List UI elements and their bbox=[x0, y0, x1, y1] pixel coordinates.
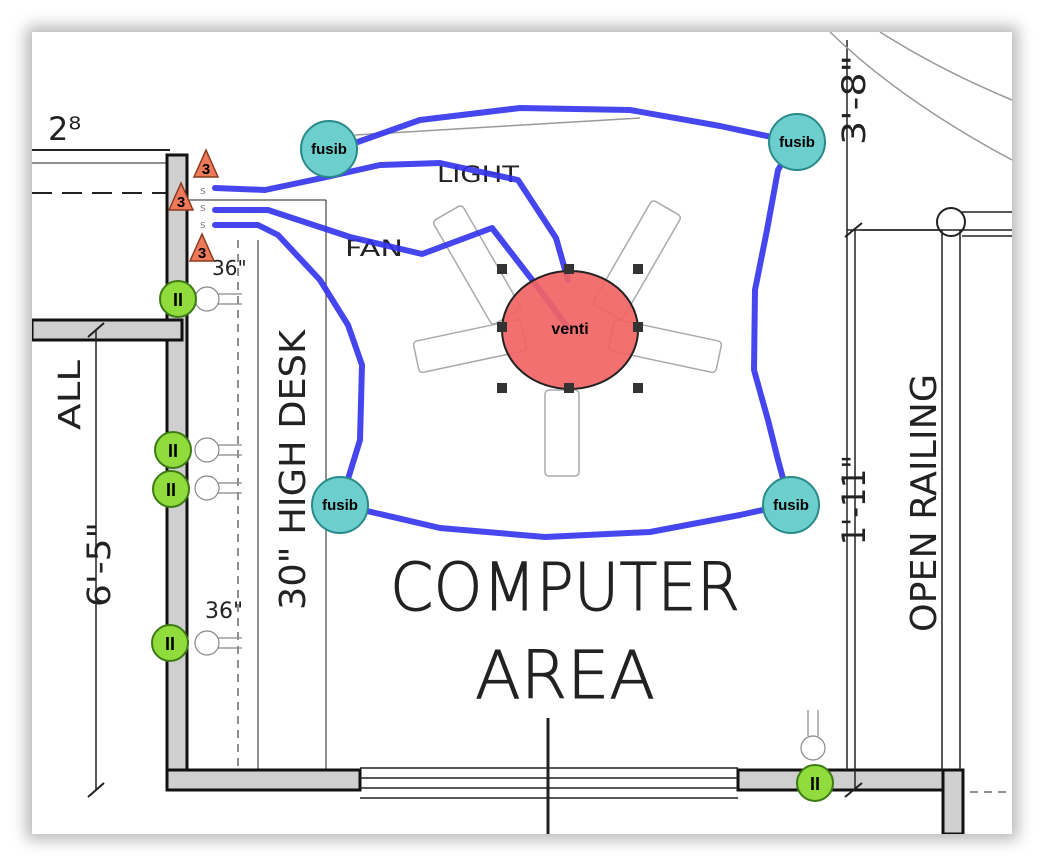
wire-right-loop bbox=[751, 139, 798, 507]
resize-handle-n[interactable] bbox=[564, 264, 574, 274]
outlet-1[interactable]: II bbox=[159, 280, 197, 318]
wire-switch-top bbox=[212, 160, 571, 283]
outlet-label: II bbox=[810, 774, 820, 794]
fan-device-label: venti bbox=[551, 321, 588, 338]
outlet-5[interactable]: II bbox=[796, 764, 834, 802]
dimension-right-mid: 1'-11" bbox=[835, 455, 873, 545]
fixture-label: fusib bbox=[773, 497, 809, 514]
outlet-4[interactable]: II bbox=[151, 624, 189, 662]
outlet-height-top: 36" bbox=[212, 256, 247, 280]
fixture-bottom-right[interactable]: fusib bbox=[762, 476, 820, 534]
resize-handle-ne[interactable] bbox=[633, 264, 643, 274]
svg-text:s: s bbox=[200, 218, 206, 231]
fixture-label: fusib bbox=[322, 497, 358, 514]
outlet-label: II bbox=[173, 290, 183, 310]
svg-text:s: s bbox=[200, 201, 206, 214]
resize-handle-nw[interactable] bbox=[497, 264, 507, 274]
outlet-height-bottom: 36" bbox=[205, 599, 243, 624]
fixture-label: fusib bbox=[779, 134, 815, 151]
desk-label: 30" HIGH DESK bbox=[273, 329, 314, 610]
resize-handle-sw[interactable] bbox=[497, 383, 507, 393]
wire-left-drop bbox=[212, 222, 365, 508]
outlet-2[interactable]: II bbox=[154, 431, 192, 469]
switch-label: 3 bbox=[202, 161, 210, 178]
switch-2[interactable]: 3 bbox=[167, 181, 195, 211]
left-room-label: ALL bbox=[53, 360, 88, 430]
fixture-label: fusib bbox=[311, 141, 347, 158]
wire-bottom-loop bbox=[337, 501, 793, 540]
resize-handle-se[interactable] bbox=[633, 383, 643, 393]
svg-text:s: s bbox=[200, 184, 206, 197]
fixture-bottom-left[interactable]: fusib bbox=[311, 476, 369, 534]
switch-1[interactable]: 3 bbox=[192, 148, 220, 178]
dimension-left: 6'-5" bbox=[80, 522, 118, 607]
room-title-line2: AREA bbox=[475, 637, 655, 714]
outlet-3[interactable]: II bbox=[152, 470, 190, 508]
selection-handles[interactable] bbox=[497, 264, 643, 393]
outlet-label: II bbox=[166, 480, 176, 500]
plan-labels: COMPUTER AREA 30" HIGH DESK OPEN RAILING… bbox=[48, 55, 945, 715]
dimension-top-left: 2⁸ bbox=[48, 110, 81, 148]
wiring-layer bbox=[212, 105, 798, 540]
resize-handle-w[interactable] bbox=[497, 322, 507, 332]
outlet-label: II bbox=[165, 634, 175, 654]
wire-top-loop bbox=[332, 105, 798, 153]
switch-label: 3 bbox=[177, 194, 185, 211]
floor-plan-canvas[interactable]: s s s COMPUTER AREA 30" HIGH DESK OPEN R… bbox=[32, 32, 1012, 834]
room-title-line1: COMPUTER bbox=[390, 549, 740, 626]
fan-device[interactable]: venti bbox=[501, 270, 639, 390]
resize-handle-s[interactable] bbox=[564, 383, 574, 393]
railing-label: OPEN RAILING bbox=[904, 374, 945, 632]
dimension-right-top: 3'-8" bbox=[835, 55, 873, 145]
resize-handle-e[interactable] bbox=[633, 322, 643, 332]
fixture-top-right[interactable]: fusib bbox=[768, 113, 826, 171]
switch-label: 3 bbox=[198, 245, 206, 262]
outlet-label: II bbox=[168, 441, 178, 461]
fixture-top-left[interactable]: fusib bbox=[300, 120, 358, 178]
switch-3[interactable]: 3 bbox=[188, 232, 216, 262]
